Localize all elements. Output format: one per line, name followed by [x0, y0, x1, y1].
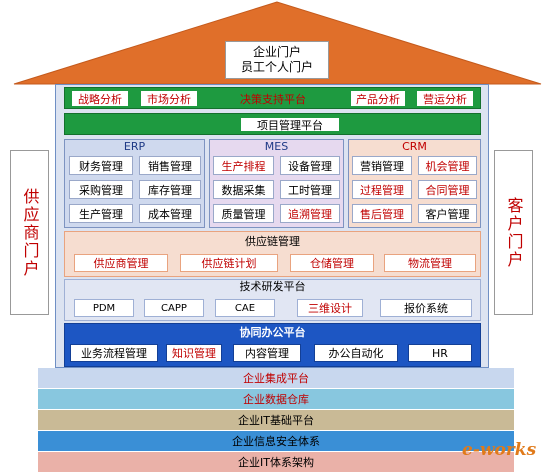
supply-chain-item: 供应链计划	[180, 254, 278, 272]
product-analysis-box: 产品分析	[350, 90, 406, 107]
tech-rd-item: CAE	[215, 299, 275, 317]
mes-module-cell: 质量管理	[213, 204, 274, 223]
strategy-analysis-box: 战略分析	[71, 90, 129, 107]
erp-module-cell: 销售管理	[139, 156, 201, 175]
mes-title: MES	[264, 139, 289, 153]
project-management-title: 项目管理平台	[240, 117, 340, 132]
tech-rd-item: CAPP	[144, 299, 204, 317]
e-works-watermark: e-works	[462, 440, 537, 460]
collab-office-item: HR	[408, 344, 472, 362]
mes-module-cell: 工时管理	[280, 180, 340, 199]
crm-module-cell: 营销管理	[352, 156, 412, 175]
foundation-band: 企业IT基础平台	[38, 410, 514, 430]
enterprise-portal-box: 企业门户 员工个人门户	[225, 41, 329, 79]
foundation-band: 企业集成平台	[38, 368, 514, 388]
foundation-band: 企业信息安全体系	[38, 431, 514, 451]
crm-module-cell: 合同管理	[418, 180, 477, 199]
erp-module-cell: 生产管理	[69, 204, 133, 223]
crm-title: CRM	[402, 139, 427, 153]
crm-module-cell: 售后管理	[352, 204, 412, 223]
tech-rd-item: 三维设计	[297, 299, 363, 317]
collab-office-item: 知识管理	[166, 344, 222, 362]
supply-chain-item: 仓储管理	[290, 254, 374, 272]
erp-title: ERP	[123, 139, 146, 153]
erp-module-cell: 库存管理	[139, 180, 201, 199]
supply-chain-item: 物流管理	[384, 254, 476, 272]
portal-line2: 员工个人门户	[240, 60, 313, 74]
collab-office-item: 办公自动化	[314, 344, 398, 362]
collab-office-title: 协同办公平台	[239, 326, 306, 339]
supplier-portal-label: 供应商门户	[20, 187, 40, 278]
mes-module-cell: 数据采集	[213, 180, 274, 199]
erp-module-cell: 采购管理	[69, 180, 133, 199]
supplier-portal-box: 供应商门户	[10, 150, 49, 315]
foundation-band: 企业IT体系架构	[38, 452, 514, 472]
crm-module-cell: 客户管理	[418, 204, 477, 223]
customer-portal-label: 客户门户	[504, 196, 524, 269]
erp-module-cell: 财务管理	[69, 156, 133, 175]
tech-rd-item: 报价系统	[380, 299, 472, 317]
crm-module-cell: 机会管理	[418, 156, 477, 175]
collab-office-item: 内容管理	[233, 344, 301, 362]
erp-module-cell: 成本管理	[139, 204, 201, 223]
customer-portal-box: 客户门户	[494, 150, 533, 315]
foundation-band: 企业数据仓库	[38, 389, 514, 409]
crm-module-cell: 过程管理	[352, 180, 412, 199]
supply-chain-title: 供应链管理	[245, 235, 300, 248]
collab-office-item: 业务流程管理	[70, 344, 158, 362]
operation-analysis-box: 营运分析	[416, 90, 474, 107]
market-analysis-box: 市场分析	[140, 90, 198, 107]
portal-line1: 企业门户	[252, 45, 301, 59]
mes-module-cell: 生产排程	[213, 156, 274, 175]
mes-module-cell: 设备管理	[280, 156, 340, 175]
supply-chain-item: 供应商管理	[74, 254, 168, 272]
decision-support-title: 决策支持平台	[240, 92, 306, 106]
mes-module-cell: 追溯管理	[280, 204, 340, 223]
tech-rd-title: 技术研发平台	[239, 280, 306, 293]
tech-rd-item: PDM	[74, 299, 134, 317]
